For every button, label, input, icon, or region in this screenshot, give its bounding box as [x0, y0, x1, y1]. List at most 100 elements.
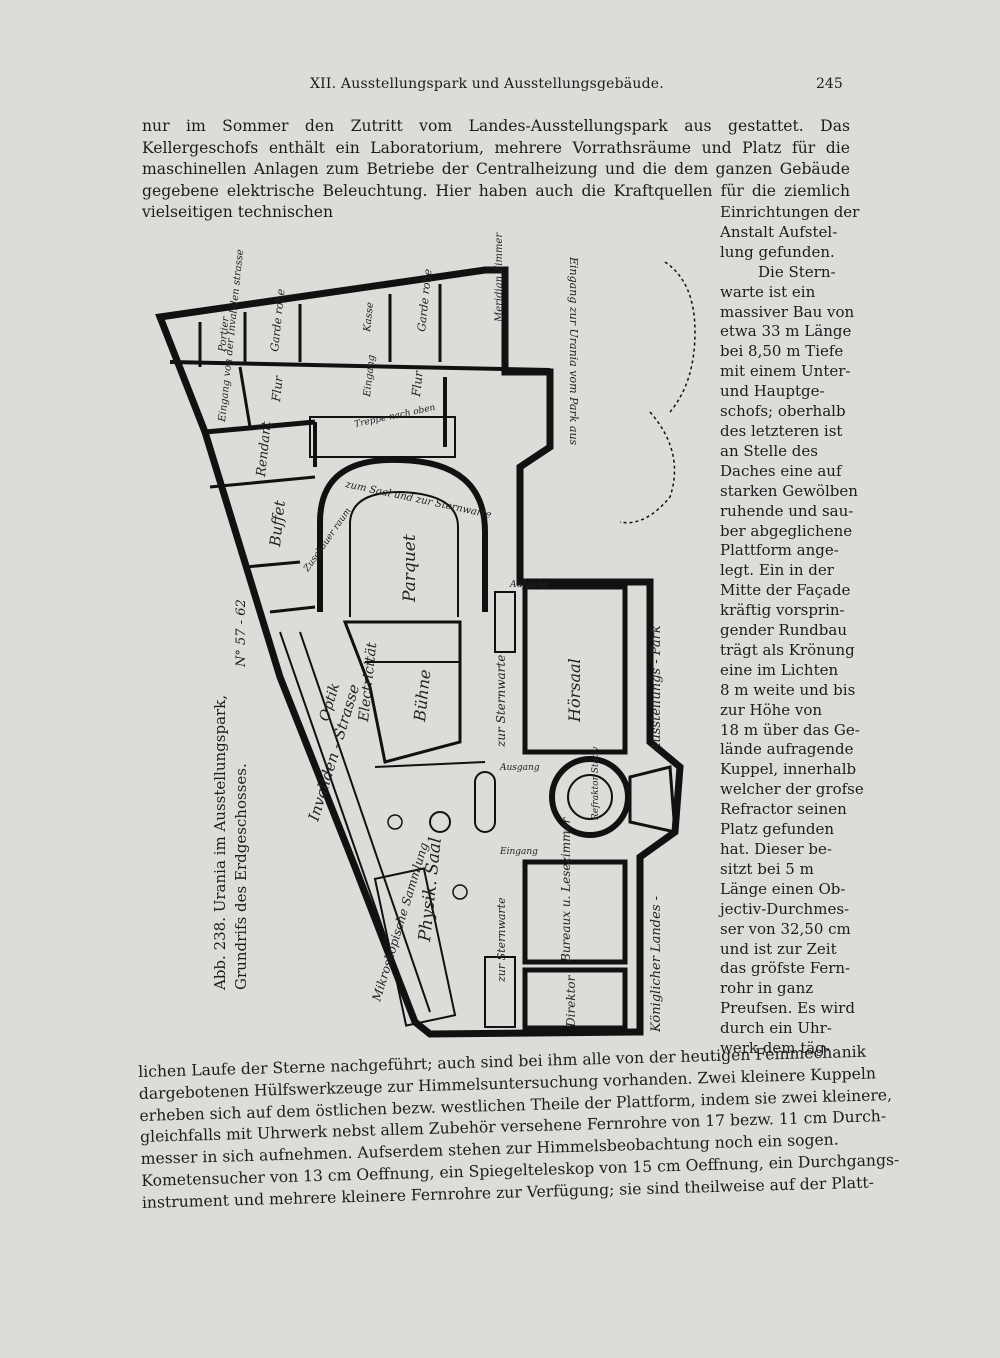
floor-plan-figure: Invaliden - Strasse N° 57 - 62 Optik Ele… — [140, 222, 715, 1042]
label-portier: Portier — [217, 315, 232, 353]
saal-fixture — [387, 814, 403, 830]
side-line: massiver Bau von — [720, 302, 855, 321]
stair-block — [309, 416, 456, 458]
side-line: Länge einen Ob- — [720, 879, 846, 898]
office-wall — [204, 419, 316, 435]
side-line: bei 8,50 m Tiefe — [720, 342, 844, 361]
side-line: werk dem täg- — [720, 1039, 830, 1058]
side-line: schofs; oberhalb — [720, 402, 846, 421]
saal-fixture — [452, 884, 468, 900]
label-flur-1: Flur — [269, 374, 286, 403]
side-line: lung gefunden. — [720, 242, 835, 261]
side-line: starken Gewölben — [720, 481, 858, 500]
auditorium-wall — [317, 456, 488, 612]
side-line: und ist zur Zeit — [720, 939, 837, 958]
side-line: lände aufragende — [720, 740, 854, 759]
label-buffet: Buffet — [266, 499, 289, 549]
room-wall — [269, 605, 316, 614]
side-line: durch ein Uhr- — [720, 1019, 832, 1038]
side-line: Plattform ange- — [720, 541, 839, 560]
label-park-right: Ausstellungs - Park — [649, 625, 664, 753]
side-line: Einrichtungen der — [720, 203, 860, 221]
outer-wall — [155, 266, 684, 1038]
label-zuschauer: Zuschauer raum — [302, 506, 354, 574]
body-paragraph-top: nur im Sommer den Zutritt vom Landes-Aus… — [142, 117, 850, 222]
stair-block — [484, 956, 516, 1028]
side-line: Preufsen. Es wird — [720, 999, 855, 1018]
side-line: 18 m über das Ge- — [720, 720, 860, 739]
side-line: etwa 33 m Länge — [720, 322, 852, 341]
side-line: ruhende und sau- — [720, 501, 854, 520]
side-line: welcher der grofse — [720, 780, 864, 799]
side-line: gender Rundbau — [720, 621, 847, 640]
label-hoersaal: Hörsaal — [565, 658, 584, 723]
side-line: hat. Dieser be- — [720, 840, 832, 858]
label-buehne: Bühne — [410, 669, 434, 724]
label-parquet: Parquet — [400, 534, 420, 603]
side-line: Refractor seinen — [720, 800, 847, 819]
label-rendant: Rendant — [254, 420, 275, 479]
caption-line-1: Abb. 238. Urania im Ausstellungspark, — [211, 694, 229, 990]
label-sternwarte-big: zur Sternwarte — [494, 655, 508, 748]
side-line: eine im Lichten — [720, 660, 839, 679]
saal-line — [374, 761, 486, 768]
saal-fixture — [474, 771, 496, 833]
park-path — [619, 411, 676, 524]
label-ausgang: Ausgang — [499, 763, 540, 773]
body-paragraph-bottom: lichen Laufe der Sterne nachgeführt; auc… — [138, 1042, 899, 1215]
side-line: ber abgeglichene — [720, 521, 853, 540]
running-title: XII. Ausstellungspark und Ausstellungsge… — [310, 76, 664, 92]
side-line: des letzteren ist — [720, 421, 843, 440]
label-eingang-saal: Eingang — [499, 847, 538, 857]
side-line: Anstalt Aufstel- — [720, 222, 838, 241]
label-sternwarte-small: zur Sternwarte — [495, 897, 508, 983]
side-line: Platz gefunden — [720, 820, 835, 839]
caption-line-2: Grundrifs des Erdgeschosses. — [232, 763, 250, 990]
label-bureaux: Bureaux u. Lesezimmer — [559, 816, 573, 963]
side-line: und Hauptge- — [720, 382, 825, 401]
observatory-rotunda — [549, 756, 631, 838]
side-line: jectiv-Durchmes- — [720, 899, 850, 918]
side-line: legt. Ein in der — [720, 561, 834, 580]
rotunda-porch — [628, 765, 677, 834]
side-line: das gröfste Fern- — [720, 959, 851, 978]
label-meridian: Meridian Zimmer — [494, 232, 505, 323]
park-path — [664, 261, 696, 413]
page-number: 245 — [816, 76, 843, 92]
side-line: Daches eine auf — [720, 461, 842, 480]
side-text-column: Einrichtungen der Anstalt Aufstel- lung … — [720, 203, 864, 1059]
side-line: kräftig vorsprin- — [720, 601, 845, 620]
side-line: Kuppel, innerhalb — [720, 760, 857, 779]
label-aufgang: Aufgang — [509, 580, 549, 590]
side-line: an Stelle des — [720, 441, 818, 460]
stage-outline — [342, 620, 462, 764]
room-wall — [244, 560, 301, 569]
label-flur-2: Flur — [409, 369, 426, 398]
label-eingang: Eingang — [362, 354, 377, 398]
label-street-number: N° 57 - 62 — [234, 599, 249, 668]
side-line: 8 m weite und bis — [720, 680, 856, 699]
label-eingang-park: Eingang zur Urania vom Park aus — [567, 256, 580, 446]
side-line: ser von 32,50 cm — [720, 919, 851, 938]
floor-plan-drawing: Invaliden - Strasse N° 57 - 62 Optik Ele… — [155, 232, 696, 1038]
side-line: zur Höhe von — [720, 700, 823, 719]
label-park-left: Königlicher Landes - — [649, 896, 664, 1033]
corridor-wall — [169, 360, 551, 372]
office-wall — [238, 366, 252, 428]
stair-block — [494, 591, 516, 653]
side-line: rohr in ganz — [720, 979, 814, 998]
label-elektricitaet: Electricität — [356, 641, 380, 723]
figure-caption: Abb. 238. Urania im Ausstellungspark, Gr… — [210, 695, 252, 990]
side-line: Mitte der Façade — [720, 581, 851, 600]
refractor-pier — [567, 774, 613, 820]
side-line: trägt als Krönung — [720, 640, 855, 659]
label-kasse: Kasse — [362, 302, 376, 334]
hoersaal-room — [522, 584, 628, 755]
side-line: mit einem Unter- — [720, 362, 851, 381]
label-direktor: Direktor — [564, 974, 578, 1028]
room-wall — [209, 475, 316, 489]
street-line — [299, 631, 431, 1013]
bureaux-room — [522, 859, 628, 965]
side-line: Die Stern- — [758, 262, 836, 281]
